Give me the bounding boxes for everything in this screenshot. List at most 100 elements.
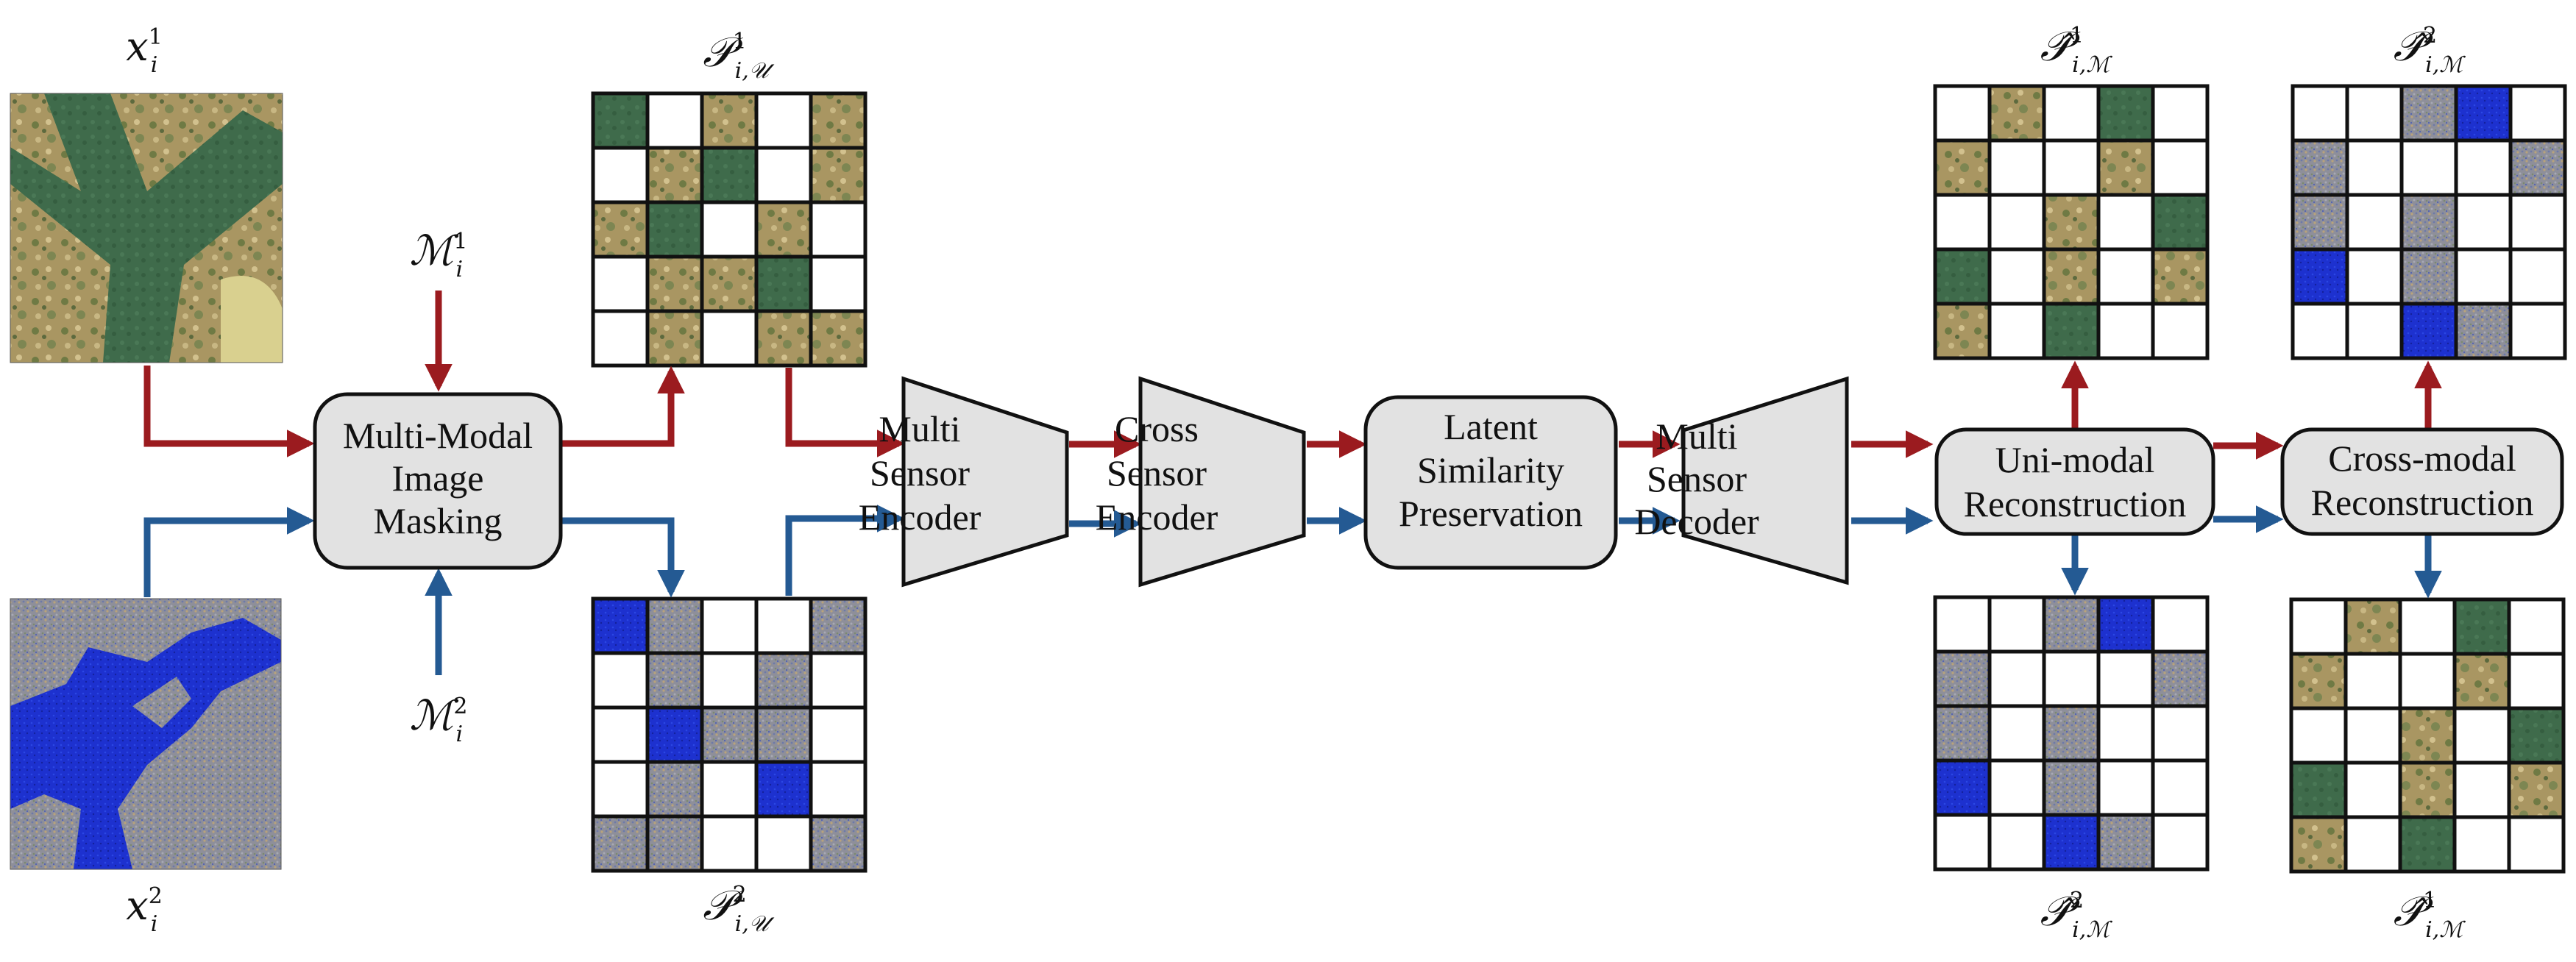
- grid-cell: [2399, 84, 2458, 143]
- encoder-block: Multi Sensor Encoder: [859, 376, 1069, 588]
- cross-encoder-line-3: Encoder: [1096, 496, 1218, 538]
- patch-grid-ph1m-bot: [2289, 597, 2566, 874]
- patch-grid-ph2m-bot: [1933, 595, 2210, 872]
- grid-cell: [2042, 649, 2101, 708]
- svg-text:𝒫̂1i,ℳ: 𝒫̂1i,ℳ: [2040, 23, 2113, 78]
- grid-cell: [1933, 649, 1992, 708]
- grid-cell: [2096, 595, 2155, 654]
- grid-cell: [645, 596, 704, 655]
- grid-cell: [591, 596, 650, 655]
- grid-cell: [2096, 302, 2155, 360]
- grid-cell: [809, 814, 867, 873]
- grid-cell: [591, 200, 650, 259]
- masking-line-2: Image: [392, 457, 484, 499]
- grid-cell: [2454, 247, 2513, 306]
- grid-cell: [809, 705, 867, 764]
- grid-cell: [2096, 758, 2155, 817]
- grid-cell: [2151, 138, 2210, 197]
- grid-cell: [809, 651, 867, 710]
- grid-cell: [2399, 193, 2458, 252]
- svg-text:𝒫2i,𝒰: 𝒫2i,𝒰: [703, 882, 775, 937]
- grid-cell: [754, 254, 813, 313]
- grid-cell: [1987, 84, 2046, 143]
- grid-cell: [1933, 247, 1992, 306]
- grid-cell: [2042, 138, 2101, 197]
- uni-modal-reconstruction-block: Uni-modal Reconstruction: [1934, 427, 2215, 536]
- grid-cell: [2042, 758, 2101, 817]
- cross-encoder-block: Cross Sensor Encoder: [1096, 376, 1306, 588]
- grid-cell: [700, 254, 759, 313]
- patch-grid-p1u: [591, 91, 867, 368]
- cross-modal-reconstruction-block: Cross-modal Reconstruction: [2280, 427, 2564, 536]
- grid-cell: [2096, 247, 2155, 306]
- grid-cell: [2452, 652, 2511, 710]
- grid-cell: [2398, 760, 2457, 819]
- cross-recon-line-2: Reconstruction: [2311, 482, 2534, 523]
- grid-cell: [1987, 813, 2046, 872]
- cross-recon-line-1: Cross-modal: [2328, 438, 2516, 479]
- arrows: [143, 291, 2442, 675]
- svg-text:ℳ2i: ℳ2i: [410, 692, 468, 747]
- grid-cell: [1933, 193, 1992, 252]
- grid-cell: [2042, 704, 2101, 763]
- grid-cell: [2345, 84, 2404, 143]
- grid-cell: [591, 760, 650, 819]
- grid-cell: [2507, 706, 2566, 765]
- arrow-p1u-to-encoder: [785, 368, 905, 457]
- grid-cell: [2508, 302, 2567, 360]
- grid-cell: [2042, 84, 2101, 143]
- grid-cell: [645, 814, 704, 873]
- decoder-line-2: Sensor: [1647, 458, 1747, 499]
- grid-cell: [645, 200, 704, 259]
- grid-cell: [2096, 649, 2155, 708]
- grid-cell: [2454, 138, 2513, 197]
- arrow-masking-to-p2u: [561, 517, 685, 598]
- grid-cell: [591, 91, 650, 150]
- grid-cell: [1987, 302, 2046, 360]
- svg-text:𝒫̂2i,ℳ: 𝒫̂2i,ℳ: [2394, 23, 2466, 78]
- grid-cell: [2507, 760, 2566, 819]
- masking-line-1: Multi-Modal: [343, 415, 533, 456]
- optical-image-x1: [10, 93, 283, 363]
- grid-cell: [700, 705, 759, 764]
- grid-cell: [2096, 138, 2155, 197]
- grid-cell: [645, 146, 704, 204]
- grid-cell: [2508, 138, 2567, 197]
- grid-cell: [700, 309, 759, 368]
- encoder-line-2: Sensor: [870, 452, 970, 494]
- grid-cell: [2096, 704, 2155, 763]
- patch-grid-ph2m-top: [2291, 84, 2567, 360]
- sar-image-x2: [10, 599, 281, 869]
- grid-cell: [809, 760, 867, 819]
- grid-cell: [1987, 138, 2046, 197]
- grid-cell: [2289, 815, 2348, 874]
- grid-cell: [809, 254, 867, 313]
- grid-cell: [809, 596, 867, 655]
- svg-text:ℳ1i: ℳ1i: [410, 227, 468, 282]
- grid-cell: [700, 91, 759, 150]
- grid-cell: [2454, 84, 2513, 143]
- latent-block: Latent Similarity Preservation: [1363, 395, 1618, 570]
- grid-cell: [2343, 652, 2402, 710]
- grid-cell: [591, 309, 650, 368]
- svg-text:x2i: x2i: [126, 883, 163, 937]
- grid-cell: [809, 309, 867, 368]
- grid-cell: [645, 254, 704, 313]
- grid-cell: [2291, 302, 2349, 360]
- latent-line-1: Latent: [1444, 406, 1538, 447]
- grid-cell: [2151, 813, 2210, 872]
- grid-cell: [809, 200, 867, 259]
- grid-cell: [645, 91, 704, 150]
- grid-cell: [2452, 760, 2511, 819]
- grid-cell: [591, 146, 650, 204]
- grid-cell: [645, 309, 704, 368]
- grid-cell: [2345, 247, 2404, 306]
- grid-cell: [1933, 813, 1992, 872]
- grid-cell: [2345, 302, 2404, 360]
- grid-cell: [2096, 193, 2155, 252]
- grid-cell: [1933, 302, 1992, 360]
